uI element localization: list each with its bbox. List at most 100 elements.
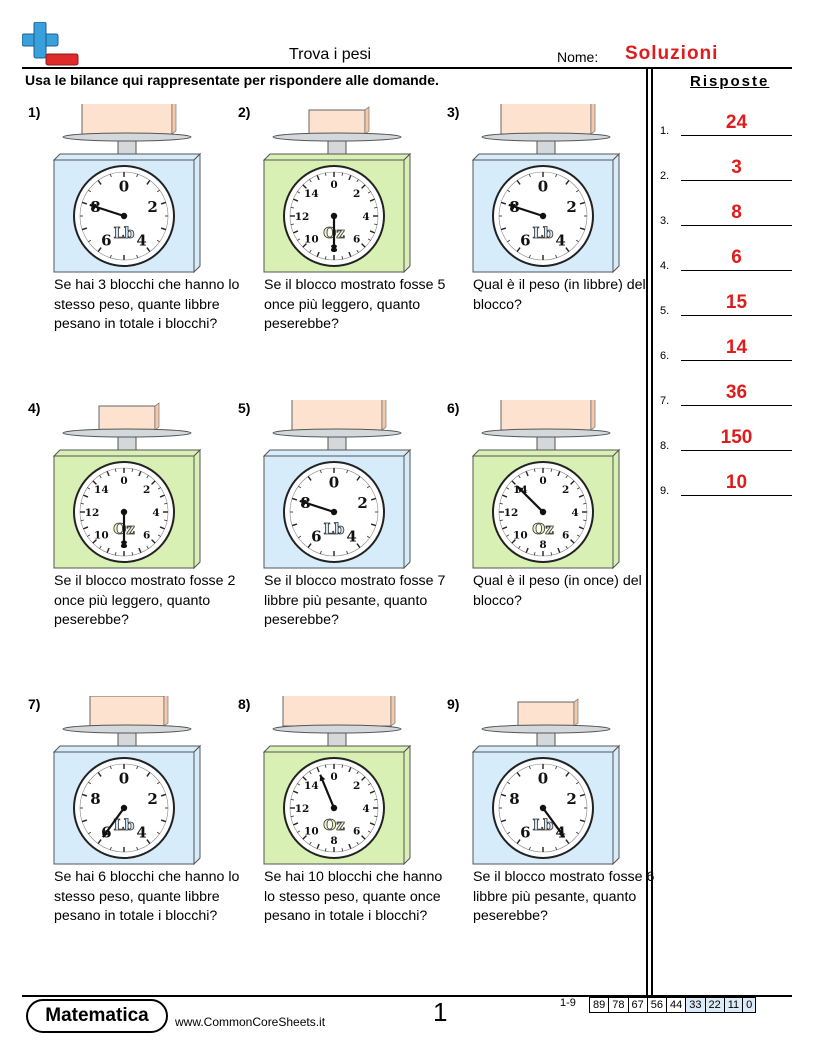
scale-tray	[62, 132, 192, 142]
dial-tick	[138, 547, 142, 553]
needle-arrowhead	[319, 774, 326, 782]
dial-tick	[518, 545, 521, 549]
scale-stem	[117, 436, 137, 451]
answer-value: 8	[731, 202, 742, 223]
scale-body-side	[403, 152, 411, 274]
score-table: 89 78 67 56 44 33 22 11 0	[588, 997, 757, 1013]
dial-tick	[500, 227, 507, 231]
dial-tick	[557, 471, 561, 477]
dial-tick	[298, 535, 302, 539]
dial-tick	[529, 174, 531, 178]
dial-tick	[146, 545, 149, 549]
answer-row: 4.6	[660, 247, 792, 274]
dial-tick	[367, 238, 371, 241]
dial-needle	[508, 203, 544, 218]
dial-tick	[99, 545, 102, 549]
dial-tick	[131, 552, 133, 556]
dial-tick	[578, 494, 584, 498]
dial-tick	[146, 475, 149, 479]
scale-body-top	[52, 153, 202, 161]
dial-label: 10	[304, 825, 319, 837]
problem-number: 9)	[447, 696, 460, 712]
dial-tick	[367, 830, 371, 833]
scale: 02468Lb	[471, 698, 621, 866]
dial-tick	[529, 254, 531, 258]
dial-tick	[555, 846, 557, 850]
scale-stem	[117, 140, 137, 155]
dial-tick	[500, 201, 507, 205]
score-cell: 11	[723, 997, 744, 1013]
dial-label: 0	[538, 177, 548, 195]
dial-tick	[555, 174, 557, 178]
problem-number: 2)	[238, 104, 251, 120]
dial-tick	[579, 201, 586, 205]
dial-tick	[565, 475, 568, 479]
dial-tick	[88, 781, 92, 785]
dial-tick	[525, 471, 529, 477]
dial-needle	[542, 807, 566, 838]
answer-line	[681, 315, 792, 316]
dial-tick	[361, 243, 366, 248]
dial-tick	[110, 766, 112, 770]
weight-block-side	[171, 104, 177, 135]
dial-label: 4	[362, 803, 369, 815]
unit-label: Lb	[323, 520, 344, 538]
dial-tick	[565, 771, 570, 777]
needle-hub	[330, 508, 338, 516]
dial-tick	[361, 776, 366, 781]
score-cell: 56	[646, 997, 668, 1013]
problem-text: Qual è il peso (in libbre) del blocco?	[473, 277, 646, 313]
dial-needle	[516, 485, 544, 513]
dial-tick	[87, 487, 91, 490]
dial-tick	[506, 487, 510, 490]
needle-hub	[120, 212, 128, 220]
problem: 9) 02468Lb Se il blocco mostrato fosse 6…	[447, 696, 654, 986]
dial-label: 6	[562, 529, 569, 541]
dial-needle	[319, 774, 336, 809]
dial-tick	[136, 254, 138, 258]
answer-row: 3.8	[660, 202, 792, 229]
dial-tick	[146, 179, 151, 185]
dial-tick	[307, 475, 312, 481]
dial-tick	[374, 207, 378, 209]
dial-tick	[297, 783, 301, 786]
dial-tick	[297, 238, 301, 241]
dial-label: 2	[143, 484, 150, 496]
dial-tick	[320, 550, 322, 554]
dial-label: 12	[295, 803, 310, 815]
answer-line	[681, 270, 792, 271]
dial-tick	[110, 174, 112, 178]
dial-tick	[341, 172, 343, 176]
dial-tick	[88, 831, 92, 835]
dial-tick	[151, 480, 156, 485]
answer-line	[681, 360, 792, 361]
website-link[interactable]: www.CommonCoreSheets.it	[175, 1015, 326, 1029]
answer-number: 2.	[660, 170, 670, 182]
dial-tick	[550, 552, 552, 556]
problem-text: Se hai 3 blocchi che hanno lo stesso pes…	[54, 277, 240, 332]
dial-tick	[81, 793, 88, 797]
dial-tick	[87, 534, 91, 537]
dial-label: 12	[504, 507, 519, 519]
weight-block	[291, 400, 383, 431]
score-range-label: 1-9	[560, 997, 576, 1009]
dial-tick	[80, 503, 84, 505]
needle-hub	[539, 804, 547, 812]
weight-block	[89, 696, 165, 727]
dial-tick	[555, 254, 557, 258]
weight-block	[282, 696, 392, 727]
dial-label: 4	[555, 232, 565, 250]
dial-tick	[290, 207, 294, 209]
dial-tick	[157, 487, 161, 490]
dial-tick	[507, 239, 511, 243]
needle-arrowhead	[89, 203, 97, 210]
dial-tick	[529, 846, 531, 850]
dial-tick	[356, 771, 359, 775]
answer-row: 2.3	[660, 157, 792, 184]
scale-tray	[481, 132, 611, 142]
dial-tick	[302, 835, 307, 840]
